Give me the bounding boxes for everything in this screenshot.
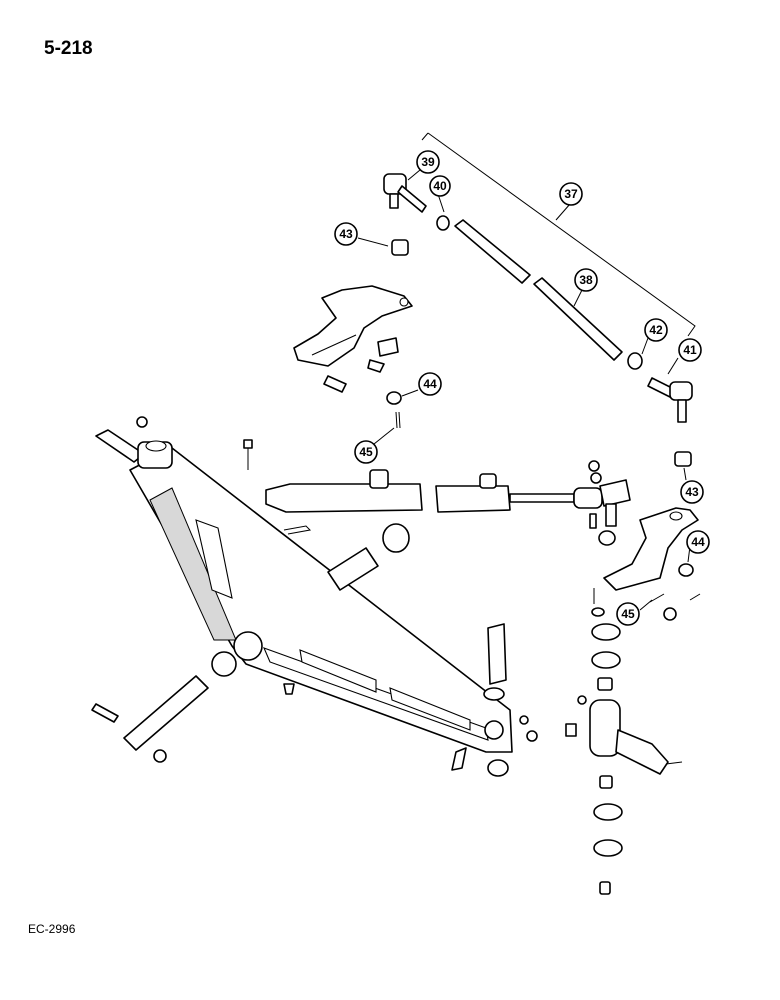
svg-text:37: 37: [564, 187, 578, 201]
callout-40: 40: [429, 175, 451, 197]
callout-39: 39: [416, 150, 440, 174]
svg-text:40: 40: [433, 179, 447, 193]
bushing-43-top: [391, 239, 409, 256]
nut-44-lower: [678, 563, 694, 577]
callout-44-lower: 44: [686, 530, 710, 554]
small-bolt-left: [243, 439, 253, 470]
small-parts-right-of-beam: [451, 715, 538, 771]
pivot-pin: [123, 651, 237, 751]
cotter-pin-45-upper: [395, 411, 401, 429]
callout-45-upper: 45: [354, 440, 378, 464]
bushing-43-right: [674, 451, 692, 467]
small-parts-cylinder-end: [588, 460, 616, 546]
lower-small-nut-right: [663, 607, 677, 621]
figure-code: EC-2996: [28, 922, 76, 936]
tie-rod-assembly-bracket: [421, 132, 696, 337]
steering-knuckle: [589, 699, 683, 775]
ball-joint-left: [383, 173, 427, 213]
svg-text:45: 45: [621, 607, 635, 621]
callout-43-right: 43: [680, 480, 704, 504]
front-axle-beam: [129, 447, 513, 753]
cotter-pin-45-lower: [649, 593, 701, 603]
callout-37: 37: [559, 182, 583, 206]
callout-45-lower: 45: [616, 602, 640, 626]
callout-42: 42: [644, 318, 668, 342]
ball-joint-right: [647, 377, 693, 423]
grease-fitting-center: [283, 683, 295, 695]
pivot-bushing-center: [327, 523, 410, 591]
steering-cylinder: [265, 469, 631, 527]
svg-text:39: 39: [421, 155, 435, 169]
tie-rod-tube: [454, 219, 623, 361]
svg-text:41: 41: [683, 343, 697, 357]
callout-41: 41: [678, 338, 702, 362]
page-number: 5-218: [44, 38, 93, 59]
callout-38: 38: [574, 268, 598, 292]
axle-spindle-left: [95, 429, 173, 469]
svg-text:45: 45: [359, 445, 373, 459]
pivot-bolt-left: [91, 703, 119, 723]
svg-text:43: 43: [339, 227, 353, 241]
grease-fitting-knuckle: [565, 695, 587, 737]
cotter-pin-cylinder: [283, 525, 312, 535]
svg-text:38: 38: [579, 273, 593, 287]
svg-text:43: 43: [685, 485, 699, 499]
jam-nut-42: [627, 352, 643, 370]
callout-44-upper: 44: [418, 372, 442, 396]
steering-cylinder-bracket-upper: [293, 285, 413, 367]
kingpin-washers-stack: [591, 588, 621, 691]
jam-nut-40: [436, 215, 450, 231]
kingpin: [487, 623, 507, 685]
nut-44-upper: [386, 391, 402, 405]
svg-text:42: 42: [649, 323, 663, 337]
kingpin-lower-parts: [593, 775, 623, 895]
bracket-bolts-upper: [323, 337, 399, 393]
small-nut-left-lower: [153, 749, 167, 763]
thrust-washer: [483, 687, 509, 777]
callout-43-top: 43: [334, 222, 358, 246]
svg-text:44: 44: [691, 535, 705, 549]
small-nut-left-upper: [136, 416, 148, 428]
callout-leaders: [357, 169, 691, 611]
svg-text:44: 44: [423, 377, 437, 391]
steering-cylinder-bracket-lower: [603, 507, 699, 591]
